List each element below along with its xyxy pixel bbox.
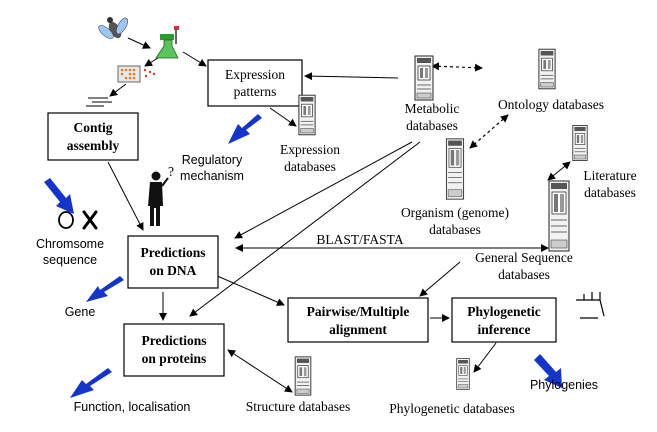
dna-line1: Predictions	[141, 245, 206, 260]
blast-label: BLAST/FASTA	[316, 232, 403, 247]
misc-labels: Regulatory mechanism Chromsome sequence …	[36, 153, 598, 414]
arrow-flask-to-expression	[182, 51, 207, 67]
organism-label-2: databases	[429, 222, 481, 237]
box-predictions-dna: Predictions on DNA	[127, 235, 219, 289]
regulatory-label-1: Regulatory	[182, 153, 243, 167]
blue-arrows	[44, 114, 562, 398]
database-tower-icon	[445, 138, 465, 200]
database-tower-icon	[414, 55, 434, 101]
database-tower-icon	[538, 48, 556, 90]
box-contig-assembly: Contig assembly	[47, 112, 139, 161]
arrow-metabolic-to-dna	[234, 141, 413, 239]
database-tower-icon	[548, 180, 570, 252]
arrow-proteins-structure	[227, 349, 293, 393]
proteins-line2: on proteins	[142, 351, 207, 366]
phylogenies-label: Phylogenies	[530, 378, 598, 392]
expression-patterns-line2: patterns	[234, 84, 277, 99]
general-seq-label-1: General Sequence	[475, 250, 573, 265]
regulatory-label-2: mechanism	[180, 169, 244, 183]
pairwise-line2: alignment	[329, 322, 387, 337]
link-literature-general	[547, 161, 571, 181]
arrow-metabolic-to-expression	[304, 72, 399, 81]
lab-flask-icon	[155, 26, 179, 59]
proteins-line1: Predictions	[142, 333, 207, 348]
database-tower-icon	[298, 94, 316, 136]
pairwise-line1: Pairwise/Multiple	[307, 304, 410, 319]
blue-arrow-chromosome	[44, 178, 74, 214]
phylogenetic-db-label: Phylogenetic databases	[389, 401, 515, 416]
expression-db-label-1: Expression	[280, 142, 340, 157]
literature-label-2: databases	[584, 185, 636, 200]
literature-label-1: Literature	[583, 168, 636, 183]
person-icon	[148, 171, 169, 226]
box-expression-patterns: Expression patterns	[207, 59, 303, 107]
microarray-icon	[117, 65, 156, 83]
structure-label: Structure databases	[246, 399, 351, 414]
organism-label-1: Organism (genome)	[401, 205, 509, 220]
arrow-contig-to-dna	[107, 161, 144, 231]
blue-arrow-function	[70, 368, 112, 398]
arrow-flask-to-microarray	[144, 57, 159, 67]
contig-line2: assembly	[67, 138, 120, 153]
blue-arrow-gene	[86, 276, 124, 302]
chromosome-label-2: sequence	[43, 253, 97, 267]
database-tower-icon	[572, 124, 588, 162]
connectors	[107, 37, 571, 393]
chromosome-label-1: Chromsome	[36, 237, 104, 251]
box-phylogenetic-inference: Phylogenetic inference	[451, 297, 557, 343]
function-label: Function, localisation	[74, 400, 191, 414]
expression-patterns-line1: Expression	[225, 67, 285, 82]
blue-arrow-phylogenies	[534, 354, 562, 388]
arrow-dna-to-pairwise	[214, 274, 285, 306]
phylo-line2: inference	[478, 322, 531, 337]
metabolic-label-2: databases	[406, 118, 458, 133]
general-seq-label-2: databases	[498, 267, 550, 282]
question-mark: ?	[168, 164, 174, 179]
dna-line2: on DNA	[150, 263, 197, 278]
link-metabolic-ontology	[431, 62, 483, 72]
tree-icon	[576, 292, 605, 319]
link-ontology-organism	[469, 114, 509, 149]
phylo-line1: Phylogenetic	[467, 304, 541, 319]
reads-icon	[86, 97, 112, 107]
arrow-general-to-pairwise	[419, 261, 461, 297]
box-predictions-proteins: Predictions on proteins	[123, 323, 225, 377]
database-tower-icon	[294, 356, 312, 396]
arrow-phylo-to-db	[473, 342, 497, 373]
chromosome-icon	[58, 210, 98, 230]
database-tower-icon	[456, 358, 470, 390]
database-labels: Metabolic databases Ontology databases E…	[246, 97, 637, 416]
contig-line1: Contig	[73, 120, 112, 135]
ontology-label: Ontology databases	[498, 97, 604, 112]
metabolic-label-1: Metabolic	[405, 101, 460, 116]
arrow-microarray-to-reads	[109, 83, 127, 97]
expression-db-label-2: databases	[284, 159, 336, 174]
arrow-fly-to-flask	[127, 37, 151, 49]
arrow-expression-to-db	[269, 107, 297, 127]
arrow-metabolic-to-proteins	[189, 141, 421, 317]
box-pairwise-alignment: Pairwise/Multiple alignment	[287, 297, 429, 343]
blue-arrow-regulatory	[228, 114, 262, 144]
fly-icon	[98, 17, 128, 39]
gene-label: Gene	[65, 305, 96, 319]
